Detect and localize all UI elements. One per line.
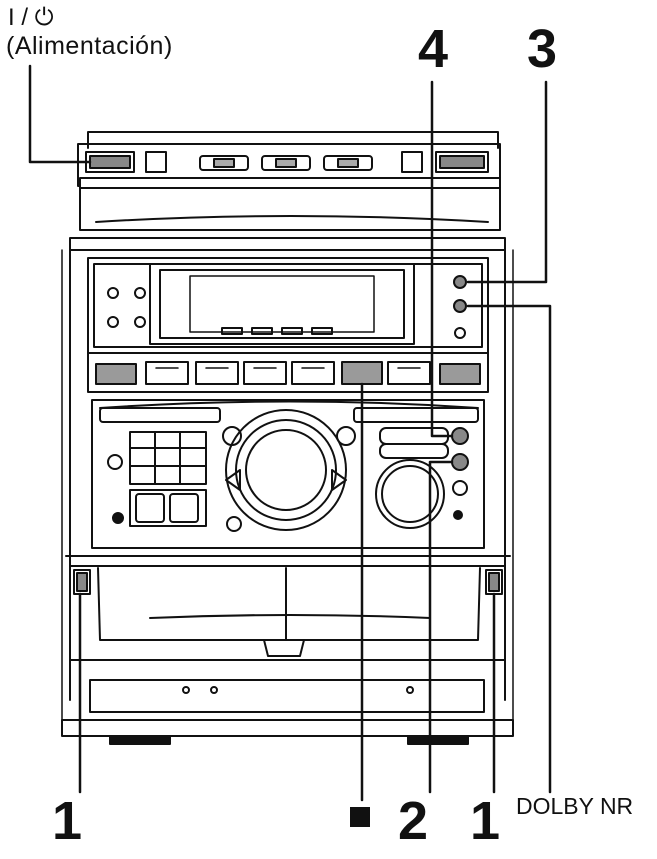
power-name-label: (Alimentación) — [6, 32, 173, 60]
stop-button[interactable] — [342, 362, 382, 384]
button-callout-2[interactable] — [452, 454, 468, 470]
display-small-buttons — [222, 328, 332, 334]
callout-1-left: 1 — [52, 791, 83, 851]
button-callout-3[interactable] — [454, 276, 466, 288]
top-square-button-left[interactable] — [146, 152, 166, 172]
callout-3: 3 — [527, 19, 558, 79]
function-button-row — [88, 353, 488, 392]
jog-dial[interactable] — [223, 410, 355, 531]
power-symbol-label: I / ⏻ — [8, 4, 54, 31]
cassette-deck — [66, 556, 510, 656]
button-callout-4[interactable] — [452, 428, 468, 444]
leader-3 — [468, 82, 546, 282]
callout-lines — [30, 66, 550, 800]
stop-square-icon — [350, 807, 370, 827]
leader-dolby — [468, 306, 550, 792]
callout-2: 2 — [398, 791, 429, 851]
volume-section — [376, 428, 468, 528]
control-panel — [92, 400, 484, 548]
leader-4 — [432, 82, 452, 436]
callout-1-right: 1 — [470, 791, 501, 851]
leader-power — [30, 66, 90, 162]
left-button-grid — [108, 432, 206, 526]
disc-buttons — [200, 156, 372, 170]
dolby-nr-button[interactable] — [454, 300, 466, 312]
display-section — [88, 258, 488, 353]
volume-knob[interactable] — [376, 460, 444, 528]
dolby-nr-label: DOLBY NR — [516, 793, 634, 819]
top-square-button-right[interactable] — [402, 152, 422, 172]
cabinet-base — [62, 660, 513, 744]
leader-2 — [430, 462, 452, 792]
cd-changer-top — [70, 132, 505, 250]
callout-4: 4 — [418, 19, 449, 79]
